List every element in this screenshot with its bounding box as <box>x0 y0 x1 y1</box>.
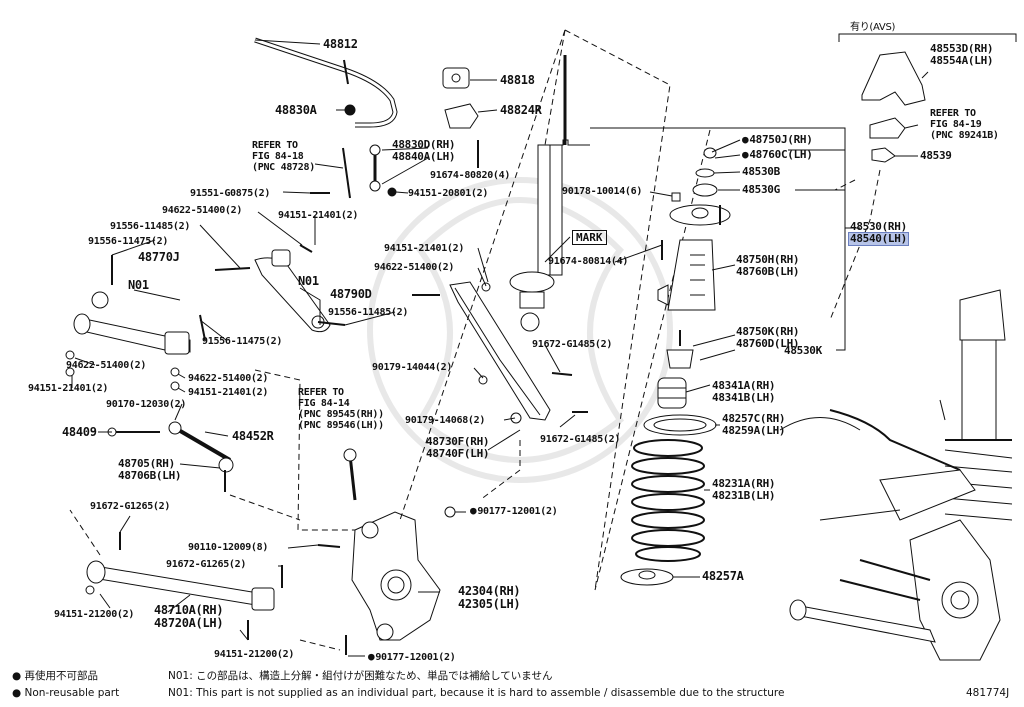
legend-jp-text: 再使用不可部品 <box>24 670 99 682</box>
part-48830A-label: 48830A <box>275 103 317 117</box>
part-91672-G1485-a-label: 91672-G1485(2) <box>532 339 613 350</box>
part-48760C-label: 48760C(LH) <box>742 149 813 161</box>
part-48257A-label: 48257A <box>702 569 744 583</box>
toe-link-48452R-drawing <box>107 421 234 492</box>
assembled-suspension-drawing <box>779 289 1013 661</box>
part-48750J-label: 48750J(RH) <box>742 134 813 146</box>
part-48812-label: 48812 <box>323 37 358 51</box>
arm-48770J-drawing <box>65 255 206 391</box>
part-94151-20801-label: 94151-20801(2) <box>408 188 489 199</box>
refer-fig-84-14-label: REFER TO FIG 84-14 (PNC 89545(RH)) (PNC … <box>298 387 384 431</box>
part-91674-80820-label: 91674-80820(4) <box>430 170 511 181</box>
part-91556-11475-a-label: 91556-11475(2) <box>88 236 169 247</box>
part-94622-51400-d-label: 94622-51400(2) <box>374 262 455 273</box>
part-48770J-label: 48770J <box>138 250 180 264</box>
part-48530G-label: 48530G <box>742 183 780 196</box>
part-90178-10014-label: 90178-10014(6) <box>562 186 643 197</box>
clip-48539-drawing <box>871 147 896 163</box>
part-90179-14044-label: 90179-14044(2) <box>372 362 453 373</box>
legend-non-reusable-en: ● Non-reusable part <box>12 687 120 699</box>
upper-arm-48790D-drawing <box>214 244 346 333</box>
part-91556-11485-b-label: 91556-11485(2) <box>328 307 409 318</box>
part-90177-12001-a-label: 90177-12001(2) <box>470 505 557 517</box>
n01-note-jp: N01: この部品は、構造上分解・組付けが困難なため、単品では補給していません <box>168 670 553 682</box>
part-91672-G1485-b-label: 91672-G1485(2) <box>540 434 621 445</box>
part-94151-21401-c-label: 94151-21401(2) <box>188 387 269 398</box>
part-48750K-label: 48750K(RH) 48760D(LH) <box>736 325 800 350</box>
part-94151-21200-a-label: 94151-21200(2) <box>54 609 135 620</box>
dashed-guides <box>69 29 881 651</box>
n01-marker-a: N01 <box>128 278 149 292</box>
part-91672-G1265-b-label: 91672-G1265(2) <box>166 559 247 570</box>
part-48710A-label: 48710A(RH) 48720A(LH) <box>154 603 224 630</box>
part-94151-21401-b-label: 94151-21401(2) <box>28 383 109 394</box>
refer-fig-84-19-label: REFER TO FIG 84-19 (PNC 89241B) <box>930 108 999 141</box>
coil-spring-drawing <box>631 439 705 562</box>
refer-fig-84-18-label: REFER TO FIG 84-18 (PNC 48728) <box>252 140 315 173</box>
part-48553D-label: 48553D(RH) 48554A(LH) <box>930 42 994 67</box>
part-91551-G0875-label: 91551-G0875(2) <box>190 188 271 199</box>
figure-id: 481774J <box>966 687 1010 699</box>
part-90177-12001-b-label: 90177-12001(2) <box>368 651 455 663</box>
part-48530-rh-label: 48530(RH) <box>850 220 907 233</box>
part-91672-G1265-a-label: 91672-G1265(2) <box>90 501 171 512</box>
part-91674-80814-label: 91674-80814(4) <box>548 256 629 267</box>
part-94151-21200-b-label: 94151-21200(2) <box>214 649 295 660</box>
part-48824R-label: 48824R <box>500 103 542 117</box>
shock-absorber-drawing <box>509 55 590 332</box>
part-94622-51400-a-label: 94622-51400(2) <box>162 205 243 216</box>
avs-option-label: 有り(AVS) <box>850 22 896 33</box>
part-90110-12009-label: 90110-12009(8) <box>188 542 269 553</box>
part-48530B-label: 48530B <box>742 165 780 178</box>
part-48409-label: 48409 <box>62 425 97 439</box>
rear-arm-48730F-drawing <box>412 281 588 424</box>
part-48830D-label: 48830D(RH) 48840A(LH) <box>392 138 456 163</box>
part-48750H-label: 48750H(RH) 48760B(LH) <box>736 253 800 278</box>
part-91556-11485-a-label: 91556-11485(2) <box>110 221 191 232</box>
knuckle-42304-drawing <box>317 448 456 655</box>
watermark-emblem <box>367 177 673 483</box>
part-48540-lh-label-highlighted[interactable]: 48540(LH) <box>848 232 909 246</box>
cover-48553D-drawing <box>861 51 926 106</box>
part-94151-21401-d-label: 94151-21401(2) <box>384 243 465 254</box>
lower-arm-48710A-drawing <box>85 532 283 640</box>
n01-marker-b: N01 <box>298 274 319 288</box>
leader-lines <box>71 39 929 657</box>
bushing-48818-drawing <box>442 67 470 89</box>
part-48730F-label: 48730F(RH) 48740F(LH) <box>426 435 490 460</box>
avs-bracket-line <box>838 33 1017 42</box>
part-48790D-label: 48790D <box>330 287 372 301</box>
stabilizer-bar-drawing <box>254 37 398 128</box>
part-48231A-label: 48231A(RH) 48231B(LH) <box>712 477 776 502</box>
upper-support-drawing <box>643 147 731 436</box>
legend-non-reusable-jp: ● 再使用不可部品 <box>12 670 98 682</box>
legend-en-text: Non-reusable part <box>24 687 120 699</box>
mark-label: MARK <box>572 230 607 245</box>
part-90179-14068-label: 90179-14068(2) <box>405 415 486 426</box>
part-48452R-label: 48452R <box>232 429 274 443</box>
part-48705-label: 48705(RH) 48706B(LH) <box>118 457 182 482</box>
part-48257C-label: 48257C(RH) 48259A(LH) <box>722 412 786 437</box>
part-48530K-label: 48530K <box>784 344 822 357</box>
part-94151-21401-a-label: 94151-21401(2) <box>278 210 359 221</box>
part-94622-51400-b-label: 94622-51400(2) <box>66 360 147 371</box>
n01-note-en: N01: This part is not supplied as an ind… <box>168 687 785 699</box>
part-42304-label: 42304(RH) 42305(LH) <box>458 584 521 611</box>
part-90170-12030-label: 90170-12030(2) <box>106 399 187 410</box>
part-48539-label: 48539 <box>920 149 952 162</box>
bracket-avs-drawing <box>869 117 906 139</box>
part-94622-51400-c-label: 94622-51400(2) <box>188 373 269 384</box>
part-91556-11475-b-label: 91556-11475(2) <box>202 336 283 347</box>
bracket-48824R-drawing <box>444 103 479 129</box>
part-48818-label: 48818 <box>500 73 535 87</box>
part-48341A-label: 48341A(RH) 48341B(LH) <box>712 379 776 404</box>
